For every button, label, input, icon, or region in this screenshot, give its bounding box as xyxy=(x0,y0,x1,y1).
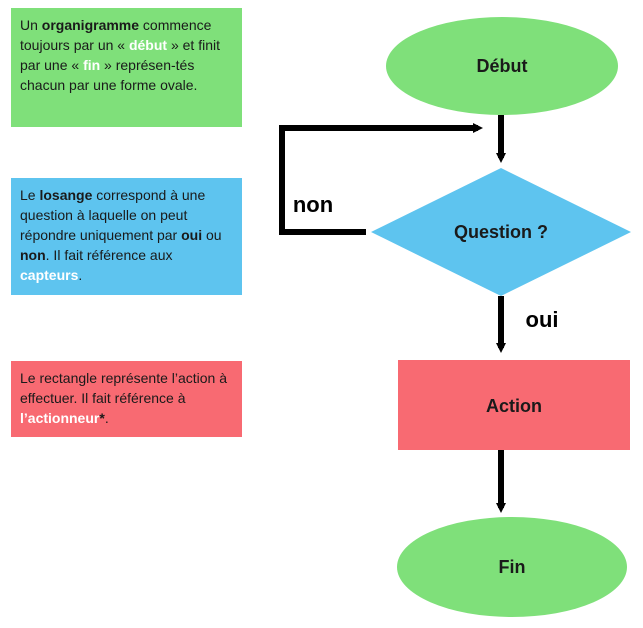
start-label: Début xyxy=(477,56,528,76)
note-text: . Il fait référence aux xyxy=(45,247,173,263)
note-bold-term: * xyxy=(99,410,105,426)
note-highlight: capteurs xyxy=(20,267,79,283)
note-text: Un xyxy=(20,17,42,33)
note-text: » représen-tés chacun par une forme oval… xyxy=(20,57,198,93)
note-decision: Le losange correspond à une question à l… xyxy=(11,178,242,295)
note-text: » et finit par une « xyxy=(20,37,220,73)
note-start-end: Un organigramme commence toujours par un… xyxy=(11,8,242,127)
note-highlight: début xyxy=(128,37,168,53)
decision-diamond xyxy=(371,168,631,296)
note-bold-term: organigramme xyxy=(41,17,140,33)
note-bold-term: non xyxy=(20,247,46,263)
note-bold-term: oui xyxy=(181,227,203,243)
note-highlight: fin xyxy=(83,57,101,73)
note-highlight: l’actionneur xyxy=(20,410,100,426)
arrow-no-loop xyxy=(279,123,483,235)
note-action: Le rectangle représente l’action à effec… xyxy=(11,361,242,437)
yes-label: oui xyxy=(526,307,559,332)
end-label: Fin xyxy=(499,557,526,577)
note-text: Le xyxy=(20,187,40,203)
end-oval xyxy=(397,517,627,617)
no-label: non xyxy=(293,192,333,217)
decision-label: Question ? xyxy=(454,222,548,242)
note-text: commence toujours par un « xyxy=(20,17,212,53)
note-text: correspond à une question à laquelle on … xyxy=(20,187,206,243)
note-text: Le rectangle représente l’action à effec… xyxy=(20,370,228,406)
note-text: ou xyxy=(202,227,222,243)
note-bold-term: losange xyxy=(39,187,93,203)
action-rect xyxy=(398,360,630,450)
action-label: Action xyxy=(486,396,542,416)
note-text: . xyxy=(78,267,83,283)
start-oval xyxy=(386,17,618,115)
note-text: . xyxy=(104,410,109,426)
